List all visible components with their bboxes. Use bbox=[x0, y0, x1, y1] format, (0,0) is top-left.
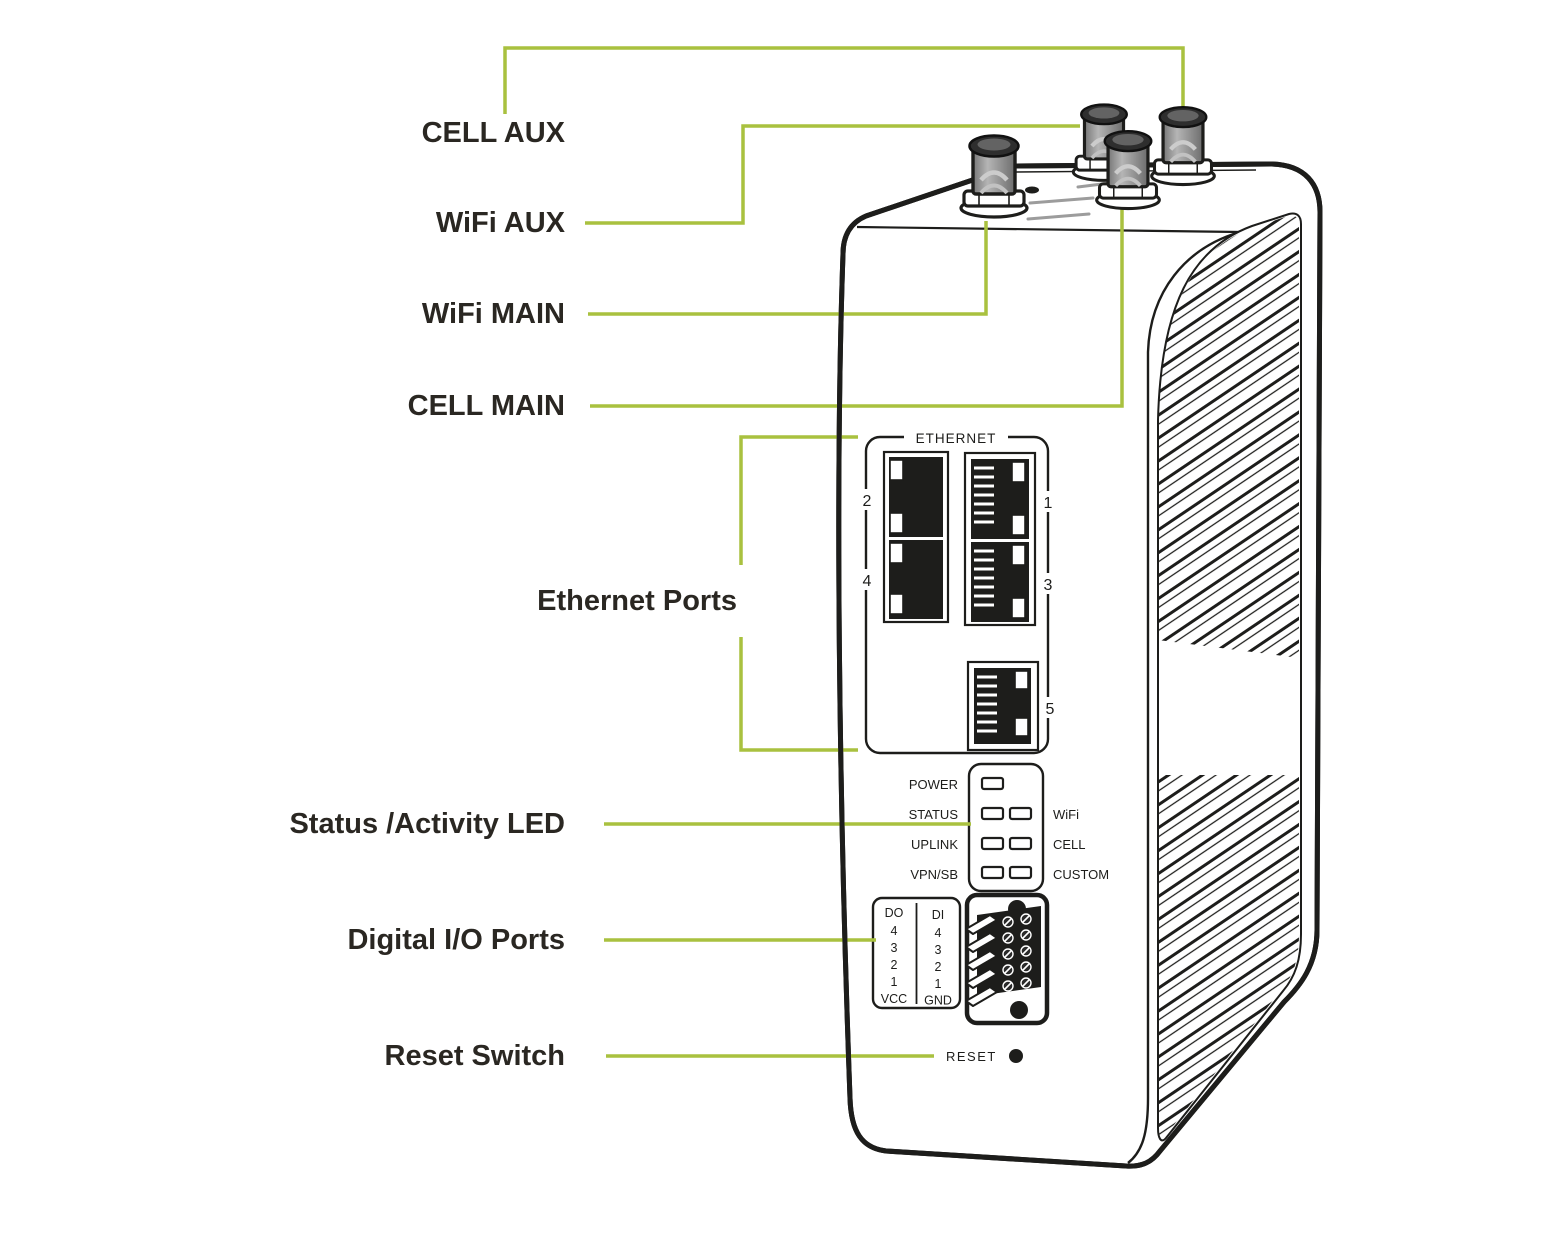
callout-cell-aux: CELL AUX bbox=[421, 117, 565, 149]
dio-di-header: DI bbox=[932, 908, 945, 922]
port-number-5: 5 bbox=[1046, 701, 1055, 718]
leader-bracket-ethernet bbox=[739, 435, 858, 752]
callout-cell-main: CELL MAIN bbox=[407, 390, 565, 422]
led-label-status: STATUS bbox=[909, 807, 959, 822]
port-number-3: 3 bbox=[1044, 577, 1053, 594]
led-cell bbox=[1008, 836, 1033, 851]
led-label-custom: CUSTOM bbox=[1053, 867, 1109, 882]
callout-wifi-aux: WiFi AUX bbox=[435, 207, 565, 239]
port-number-4: 4 bbox=[863, 573, 872, 590]
antenna-cell-aux bbox=[1152, 107, 1215, 184]
dio-terminal-block bbox=[964, 892, 1050, 1026]
callout-wifi-main: WiFi MAIN bbox=[421, 298, 565, 330]
reset-section: RESET bbox=[946, 1049, 1023, 1064]
callout-ethernet-ports: Ethernet Ports bbox=[537, 585, 737, 617]
led-label-cell: CELL bbox=[1053, 837, 1086, 852]
reset-label: RESET bbox=[946, 1049, 997, 1064]
front-side-crease bbox=[1127, 230, 1241, 1164]
led-label-wifi: WiFi bbox=[1053, 807, 1079, 822]
reset-button-hole bbox=[1009, 1049, 1023, 1063]
dio-di-4: 4 bbox=[935, 926, 942, 940]
side-vent-fins-lower bbox=[1158, 775, 1299, 1138]
dio-di-3: 3 bbox=[935, 943, 942, 957]
top-face-front-edge bbox=[856, 225, 1241, 234]
dio-do-2: 2 bbox=[891, 958, 898, 972]
leader-line-cell-aux bbox=[503, 46, 1185, 118]
ethernet-port-3 bbox=[971, 542, 1029, 622]
callout-digital-io: Digital I/O Ports bbox=[347, 924, 565, 956]
dio-di-gnd: GND bbox=[924, 994, 952, 1008]
dio-do-header: DO bbox=[885, 906, 904, 920]
led-wifi bbox=[1008, 806, 1033, 821]
led-label-uplink: UPLINK bbox=[911, 837, 958, 852]
dio-do-4: 4 bbox=[891, 924, 898, 938]
leader-line-cell-main bbox=[590, 209, 1124, 408]
ethernet-port-5 bbox=[974, 668, 1031, 744]
led-status bbox=[980, 806, 1005, 821]
digital-io-section: DO 4 3 2 1 VCC DI 4 3 2 1 GND bbox=[871, 892, 1050, 1026]
led-section: POWER STATUS UPLINK VPN/SB WiFi CELL CUS… bbox=[909, 762, 1109, 893]
led-custom bbox=[1008, 865, 1033, 880]
dio-di-2: 2 bbox=[935, 960, 942, 974]
dio-di-1: 1 bbox=[935, 977, 942, 991]
side-vent-fins-upper bbox=[1158, 215, 1299, 658]
router-device: ETHERNET bbox=[839, 164, 1320, 1166]
dio-do-vcc: VCC bbox=[881, 992, 907, 1006]
leader-line-wifi-main bbox=[588, 221, 988, 316]
led-label-vpn-sb: VPN/SB bbox=[910, 867, 958, 882]
callout-reset-switch: Reset Switch bbox=[384, 1040, 566, 1072]
led-label-power: POWER bbox=[909, 777, 958, 792]
port-number-2: 2 bbox=[863, 493, 872, 510]
led-vpn-sb bbox=[980, 865, 1005, 880]
leader-lines bbox=[503, 46, 1185, 1058]
led-uplink bbox=[980, 836, 1005, 851]
led-box bbox=[967, 762, 1045, 893]
ethernet-title: ETHERNET bbox=[916, 431, 997, 446]
ethernet-port-1 bbox=[971, 459, 1029, 539]
dio-do-3: 3 bbox=[891, 941, 898, 955]
terminal-screws bbox=[1002, 913, 1032, 992]
callout-status-led: Status /Activity LED bbox=[289, 808, 565, 840]
top-face-hole bbox=[1025, 186, 1039, 194]
ethernet-section: ETHERNET bbox=[859, 428, 1058, 755]
leader-line-wifi-aux bbox=[585, 124, 1080, 225]
led-power bbox=[980, 776, 1005, 791]
port-number-1: 1 bbox=[1044, 495, 1053, 512]
dio-do-1: 1 bbox=[891, 975, 898, 989]
